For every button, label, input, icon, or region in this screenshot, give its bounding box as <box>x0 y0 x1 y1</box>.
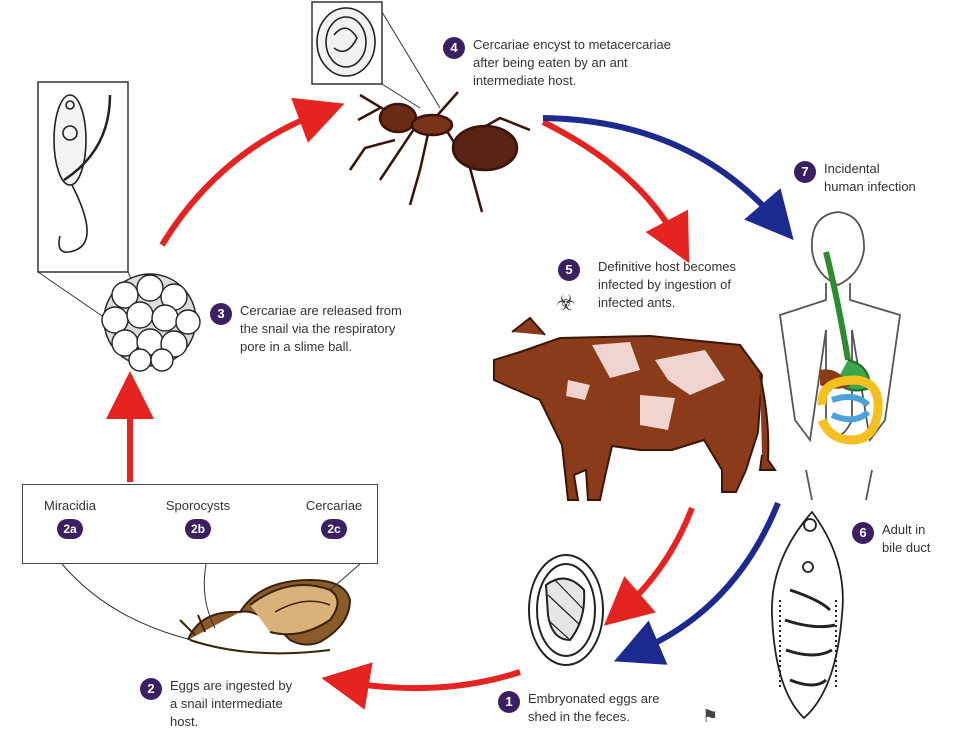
stage-2a-badge: 2a <box>57 519 83 539</box>
stage-4-text-line-2: after being eaten by an ant <box>473 54 671 72</box>
stage-2-label: 2 Eggs are ingested by a snail intermedi… <box>140 677 340 731</box>
arrow-slimeball-to-ant <box>162 112 322 245</box>
stage-1-text-line-1: Embryonated eggs are <box>528 690 660 708</box>
stage-1-text-line-2: shed in the feces. <box>528 708 660 726</box>
microscope-icon: ⚑ <box>702 706 718 727</box>
stage-2c-badge: 2c <box>321 519 347 539</box>
stage-6-text-line-1: Adult in <box>882 521 930 539</box>
stage-2b-badge: 2b <box>185 519 211 539</box>
stage-3-label: 3 Cercariae are released from the snail … <box>210 302 450 356</box>
stage-2-text-line-3: host. <box>170 713 292 731</box>
adult-fluke <box>772 512 843 718</box>
stage-4-text-line-1: Cercariae encyst to metacercariae <box>473 36 671 54</box>
stage-2-text-line-1: Eggs are ingested by <box>170 677 292 695</box>
arrow-human-to-egg <box>636 503 778 652</box>
stage-1-label: 1 Embryonated eggs are shed in the feces… <box>498 690 718 726</box>
stage-3-text-line-3: pore in a slime ball. <box>240 338 402 356</box>
stage-7-text-line-2: human infection <box>824 178 916 196</box>
stage-7-badge: 7 <box>794 161 816 183</box>
stage-6-text-line-2: bile duct <box>882 539 930 557</box>
cow <box>494 318 775 500</box>
stage-1-badge: 1 <box>498 691 520 713</box>
arrow-egg-to-snail <box>345 672 520 688</box>
stage-4-text-line-3: intermediate host. <box>473 72 671 90</box>
ant <box>350 92 530 212</box>
stage-7-text-line-1: Incidental <box>824 160 916 178</box>
stage-5-text-line-1: Definitive host becomes <box>598 258 736 276</box>
stage-6-label: 6 Adult in bile duct <box>852 521 962 557</box>
stage-7-label: 7 Incidental human infection <box>794 160 964 196</box>
stage-2-text-line-2: a snail intermediate <box>170 695 292 713</box>
arrow-ant-to-human <box>543 118 778 222</box>
stage-2b-label: Sporocysts <box>150 498 246 513</box>
biohazard-icon: ☣ <box>556 290 576 316</box>
stage-5-text-line-3: infected ants. <box>598 294 736 312</box>
snail <box>180 580 350 653</box>
stage-5-text-line-2: infected by ingestion of <box>598 276 736 294</box>
stage-2b: Sporocysts 2b <box>150 498 246 539</box>
stage-6-badge: 6 <box>852 522 874 544</box>
stage-5-badge: 5 <box>558 259 580 281</box>
stage-2-badge: 2 <box>140 678 162 700</box>
stage-2c-label: Cercariae <box>294 498 374 513</box>
stage-2a: Miracidia 2a <box>30 498 110 539</box>
stage-2c: Cercariae 2c <box>294 498 374 539</box>
human-figure <box>780 212 900 500</box>
stage-5-label: 5 Definitive host becomes infected by in… <box>558 258 788 312</box>
stage-3-text-line-2: the snail via the respiratory <box>240 320 402 338</box>
stage-4-badge: 4 <box>443 37 465 59</box>
stage-3-text-line-1: Cercariae are released from <box>240 302 402 320</box>
stage-2a-label: Miracidia <box>30 498 110 513</box>
stage-3-badge: 3 <box>210 303 232 325</box>
stage-4-label: 4 Cercariae encyst to metacercariae afte… <box>443 36 733 90</box>
slime-ball <box>102 274 200 371</box>
cercaria-inset <box>38 82 128 272</box>
metacercaria <box>317 8 375 76</box>
embryonated-egg <box>529 555 603 665</box>
arrow-cow-to-egg <box>622 508 692 610</box>
